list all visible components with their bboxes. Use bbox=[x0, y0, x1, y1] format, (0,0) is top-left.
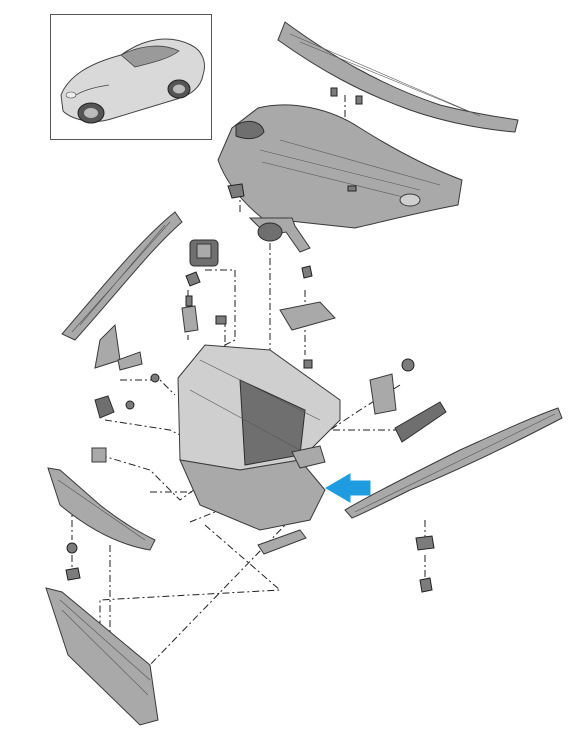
actuator-unit bbox=[185, 239, 219, 287]
rear-trim-panel bbox=[45, 587, 159, 726]
carrier-plate bbox=[257, 529, 307, 555]
luggage-compartment-tub bbox=[177, 344, 341, 531]
mounting-plate-right bbox=[279, 265, 336, 369]
bracket-small bbox=[227, 183, 245, 199]
front-trim-panel bbox=[47, 467, 156, 581]
vehicle-inset-frame bbox=[50, 14, 212, 140]
luggage-compartment-cover bbox=[217, 104, 463, 229]
cowl-panel-trim bbox=[277, 21, 519, 133]
side-trim-right bbox=[344, 407, 563, 593]
clip-left bbox=[91, 395, 135, 463]
bracket-left-corner bbox=[94, 323, 160, 383]
sports-coupe-icon bbox=[60, 38, 205, 124]
bracket-right bbox=[369, 358, 447, 443]
latch-assembly bbox=[248, 217, 311, 253]
mounting-bracket-center bbox=[181, 295, 227, 333]
highlight-arrow bbox=[325, 473, 371, 503]
side-trim-left-upper bbox=[61, 211, 183, 341]
